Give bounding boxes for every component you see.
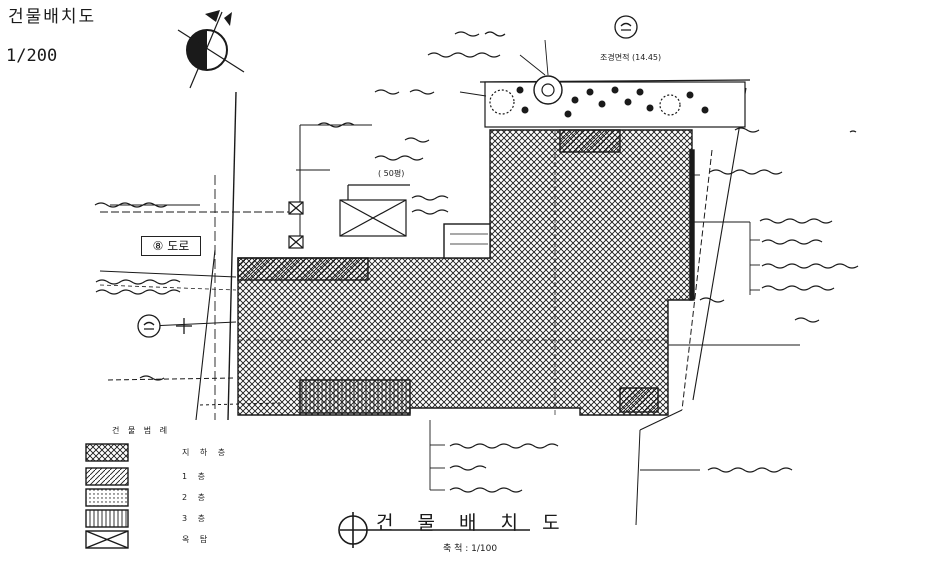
title-symbol-icon bbox=[338, 512, 530, 548]
legend-swatches bbox=[85, 443, 129, 549]
cone-note: ( 50평) bbox=[378, 169, 405, 178]
road-label: ⑧ 도로 bbox=[141, 236, 201, 256]
building-footprint bbox=[237, 129, 695, 416]
rooftop-structure bbox=[288, 184, 410, 249]
handwritten-annotations bbox=[94, 31, 859, 493]
legend-label-floor-3: 3 층 bbox=[182, 514, 209, 523]
legend-label-floor-1: 1 층 bbox=[182, 472, 209, 481]
drawing-title: 건물배치도 bbox=[8, 7, 97, 27]
site-boundary bbox=[99, 79, 751, 526]
main-title: 건 물 배 치 도 bbox=[376, 512, 569, 534]
legend-title: 건 물 범 례 bbox=[112, 426, 171, 435]
legend-label-rooftop: 옥 탑 bbox=[182, 535, 212, 544]
main-scale: 축 척 : 1/100 bbox=[443, 544, 498, 554]
north-compass-icon bbox=[177, 10, 245, 89]
circle-marker-icon bbox=[137, 15, 638, 338]
landscape-area-note: 조경면적 (14.45) bbox=[600, 53, 662, 62]
legend-label-basement: 지 하 층 bbox=[182, 448, 230, 457]
legend-label-floor-2: 2 층 bbox=[182, 493, 209, 502]
landscape-area bbox=[484, 75, 746, 128]
drawing-scale: 1/200 bbox=[6, 46, 58, 66]
